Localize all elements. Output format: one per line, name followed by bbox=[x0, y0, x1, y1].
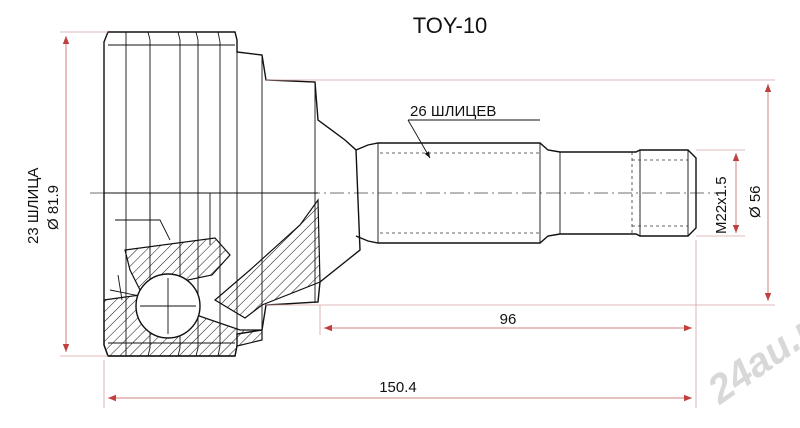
shaft-diameter-label: Ø 56 bbox=[747, 185, 764, 218]
outer-diameter-label: Ø 81.9 bbox=[45, 185, 62, 230]
outer-splines-label: 23 ШЛИЦА bbox=[25, 168, 42, 244]
inner-splines-label: 26 ШЛИЦЕВ bbox=[410, 103, 496, 120]
watermark-text: 24au.ru bbox=[699, 295, 800, 413]
total-length-label: 150.4 bbox=[379, 379, 417, 396]
extension-lines bbox=[60, 31, 775, 408]
drawing-title: TOY-10 bbox=[413, 13, 488, 38]
shaft-length-label: 96 bbox=[500, 311, 517, 328]
stub-shaft bbox=[355, 142, 697, 244]
section-cutaway bbox=[103, 192, 321, 357]
spline-leader-arrow bbox=[407, 119, 431, 159]
thread-label: M22x1.5 bbox=[713, 176, 730, 234]
